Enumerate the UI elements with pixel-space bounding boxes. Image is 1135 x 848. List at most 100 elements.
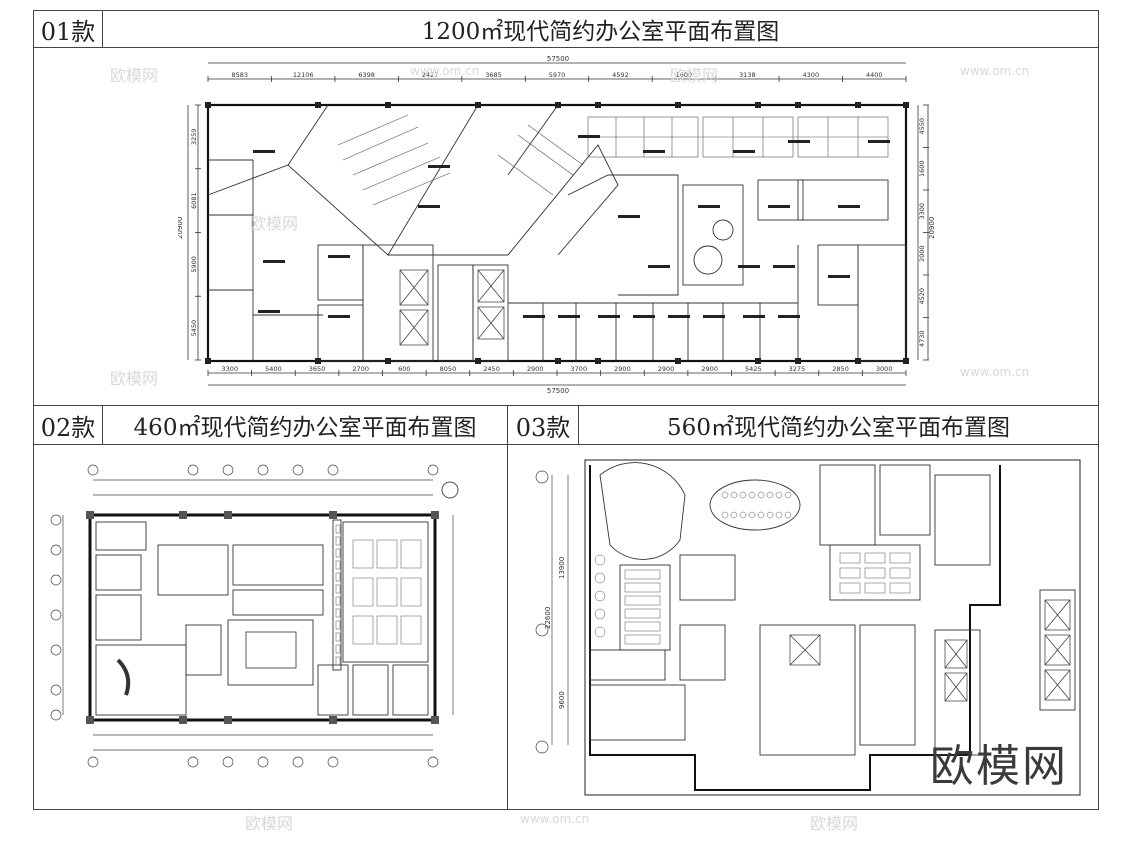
planter — [335, 596, 341, 606]
room-label-bar — [773, 265, 795, 268]
dimension-label: 1600 — [676, 71, 693, 79]
room-label-bar — [703, 315, 725, 318]
desk — [839, 582, 861, 594]
lounge-chair — [594, 572, 606, 584]
room-label-bar — [578, 135, 600, 138]
plan1-dimension-lines — [187, 62, 929, 386]
plan2-floorplan — [50, 464, 459, 768]
desk-cluster — [376, 615, 398, 645]
column — [903, 102, 909, 108]
column — [329, 511, 337, 519]
plan2-code: 02款 — [33, 405, 103, 445]
workstation — [624, 608, 661, 619]
plan2-desks — [335, 524, 422, 666]
plan1-dim-left-total: 20900 — [178, 217, 184, 239]
dimension-label: 6081 — [190, 192, 198, 209]
dimension-label: 2900 — [701, 365, 718, 373]
axis-bubble — [427, 464, 439, 476]
plan3-dim-a: 13900 — [558, 557, 566, 579]
dimension-label: 3650 — [309, 365, 326, 373]
column — [755, 102, 761, 108]
dimension-label: 3300 — [222, 365, 239, 373]
room-label-bar — [633, 315, 655, 318]
watermark-url-2: www.om.cn — [960, 64, 1030, 78]
chair — [721, 511, 729, 519]
watermark-logo-2: 欧模网 — [670, 66, 719, 85]
plan1-dim-bottom-total: 57500 — [547, 387, 569, 395]
lounge-chair — [594, 590, 606, 602]
chair — [739, 511, 747, 519]
plan2-axis-bubbles — [50, 464, 439, 768]
dimension-label: 3138 — [739, 71, 756, 79]
room-label-bar — [558, 315, 580, 318]
column — [205, 358, 211, 364]
lounge-chair — [594, 554, 606, 566]
planter — [335, 644, 341, 654]
planter — [335, 524, 341, 534]
axis-bubble — [257, 756, 269, 768]
planter — [335, 536, 341, 546]
dimension-label: 4300 — [803, 71, 820, 79]
desk-cluster — [352, 539, 374, 569]
axis-bubble — [327, 464, 339, 476]
planter — [335, 608, 341, 618]
column — [224, 511, 232, 519]
column — [475, 358, 481, 364]
plan3-title: 560㎡现代简约办公室平面布置图 — [578, 405, 1099, 445]
column — [555, 102, 561, 108]
planter — [335, 548, 341, 558]
desk-cluster — [400, 577, 422, 607]
chair — [730, 511, 738, 519]
plan3-floorplan: 13900 22600 9600 — [535, 459, 1081, 796]
column — [475, 102, 481, 108]
plan3-dim-c: 9600 — [558, 691, 566, 709]
axis-bubble — [292, 464, 304, 476]
room-label-bar — [643, 150, 665, 153]
room-label-bar — [418, 205, 440, 208]
chair — [739, 491, 747, 499]
chair — [757, 511, 765, 519]
axis-bubble — [222, 756, 234, 768]
chair — [784, 511, 792, 519]
room-label-bar — [523, 315, 545, 318]
desk-cluster — [376, 577, 398, 607]
dimension-label: 12106 — [293, 71, 314, 79]
dimension-label: 2427 — [422, 71, 439, 79]
planter — [335, 584, 341, 594]
dimension-label: 5900 — [190, 256, 198, 273]
column — [675, 102, 681, 108]
desk — [839, 552, 861, 564]
dimension-label: 2850 — [832, 365, 849, 373]
column — [86, 511, 94, 519]
dimension-label: 5400 — [265, 365, 282, 373]
chair — [766, 511, 774, 519]
axis-bubble — [50, 709, 62, 721]
planter — [335, 572, 341, 582]
column — [179, 716, 187, 724]
chair — [721, 491, 729, 499]
planter — [335, 656, 341, 666]
axis-bubble — [87, 464, 99, 476]
planter — [335, 560, 341, 570]
room-label-bar — [328, 255, 350, 258]
plan3-rooms — [589, 462, 1076, 756]
plan2-panel — [33, 444, 508, 810]
dimension-label: 2900 — [527, 365, 544, 373]
plan1-walls — [206, 103, 908, 363]
dimension-label: 2450 — [483, 365, 500, 373]
watermark-logo-6: 欧模网 — [810, 814, 859, 833]
dimension-label: 3259 — [190, 129, 198, 146]
plan2-columns — [86, 511, 439, 724]
room-label-bar — [598, 315, 620, 318]
column — [555, 358, 561, 364]
column — [86, 716, 94, 724]
watermark-url-4: www.om.cn — [520, 812, 590, 826]
axis-bubble — [50, 574, 62, 586]
room-label-bar — [648, 265, 670, 268]
lounge-chair — [594, 626, 606, 638]
desk — [889, 582, 911, 594]
plan1-interior — [207, 104, 907, 362]
desk-cluster — [400, 615, 422, 645]
